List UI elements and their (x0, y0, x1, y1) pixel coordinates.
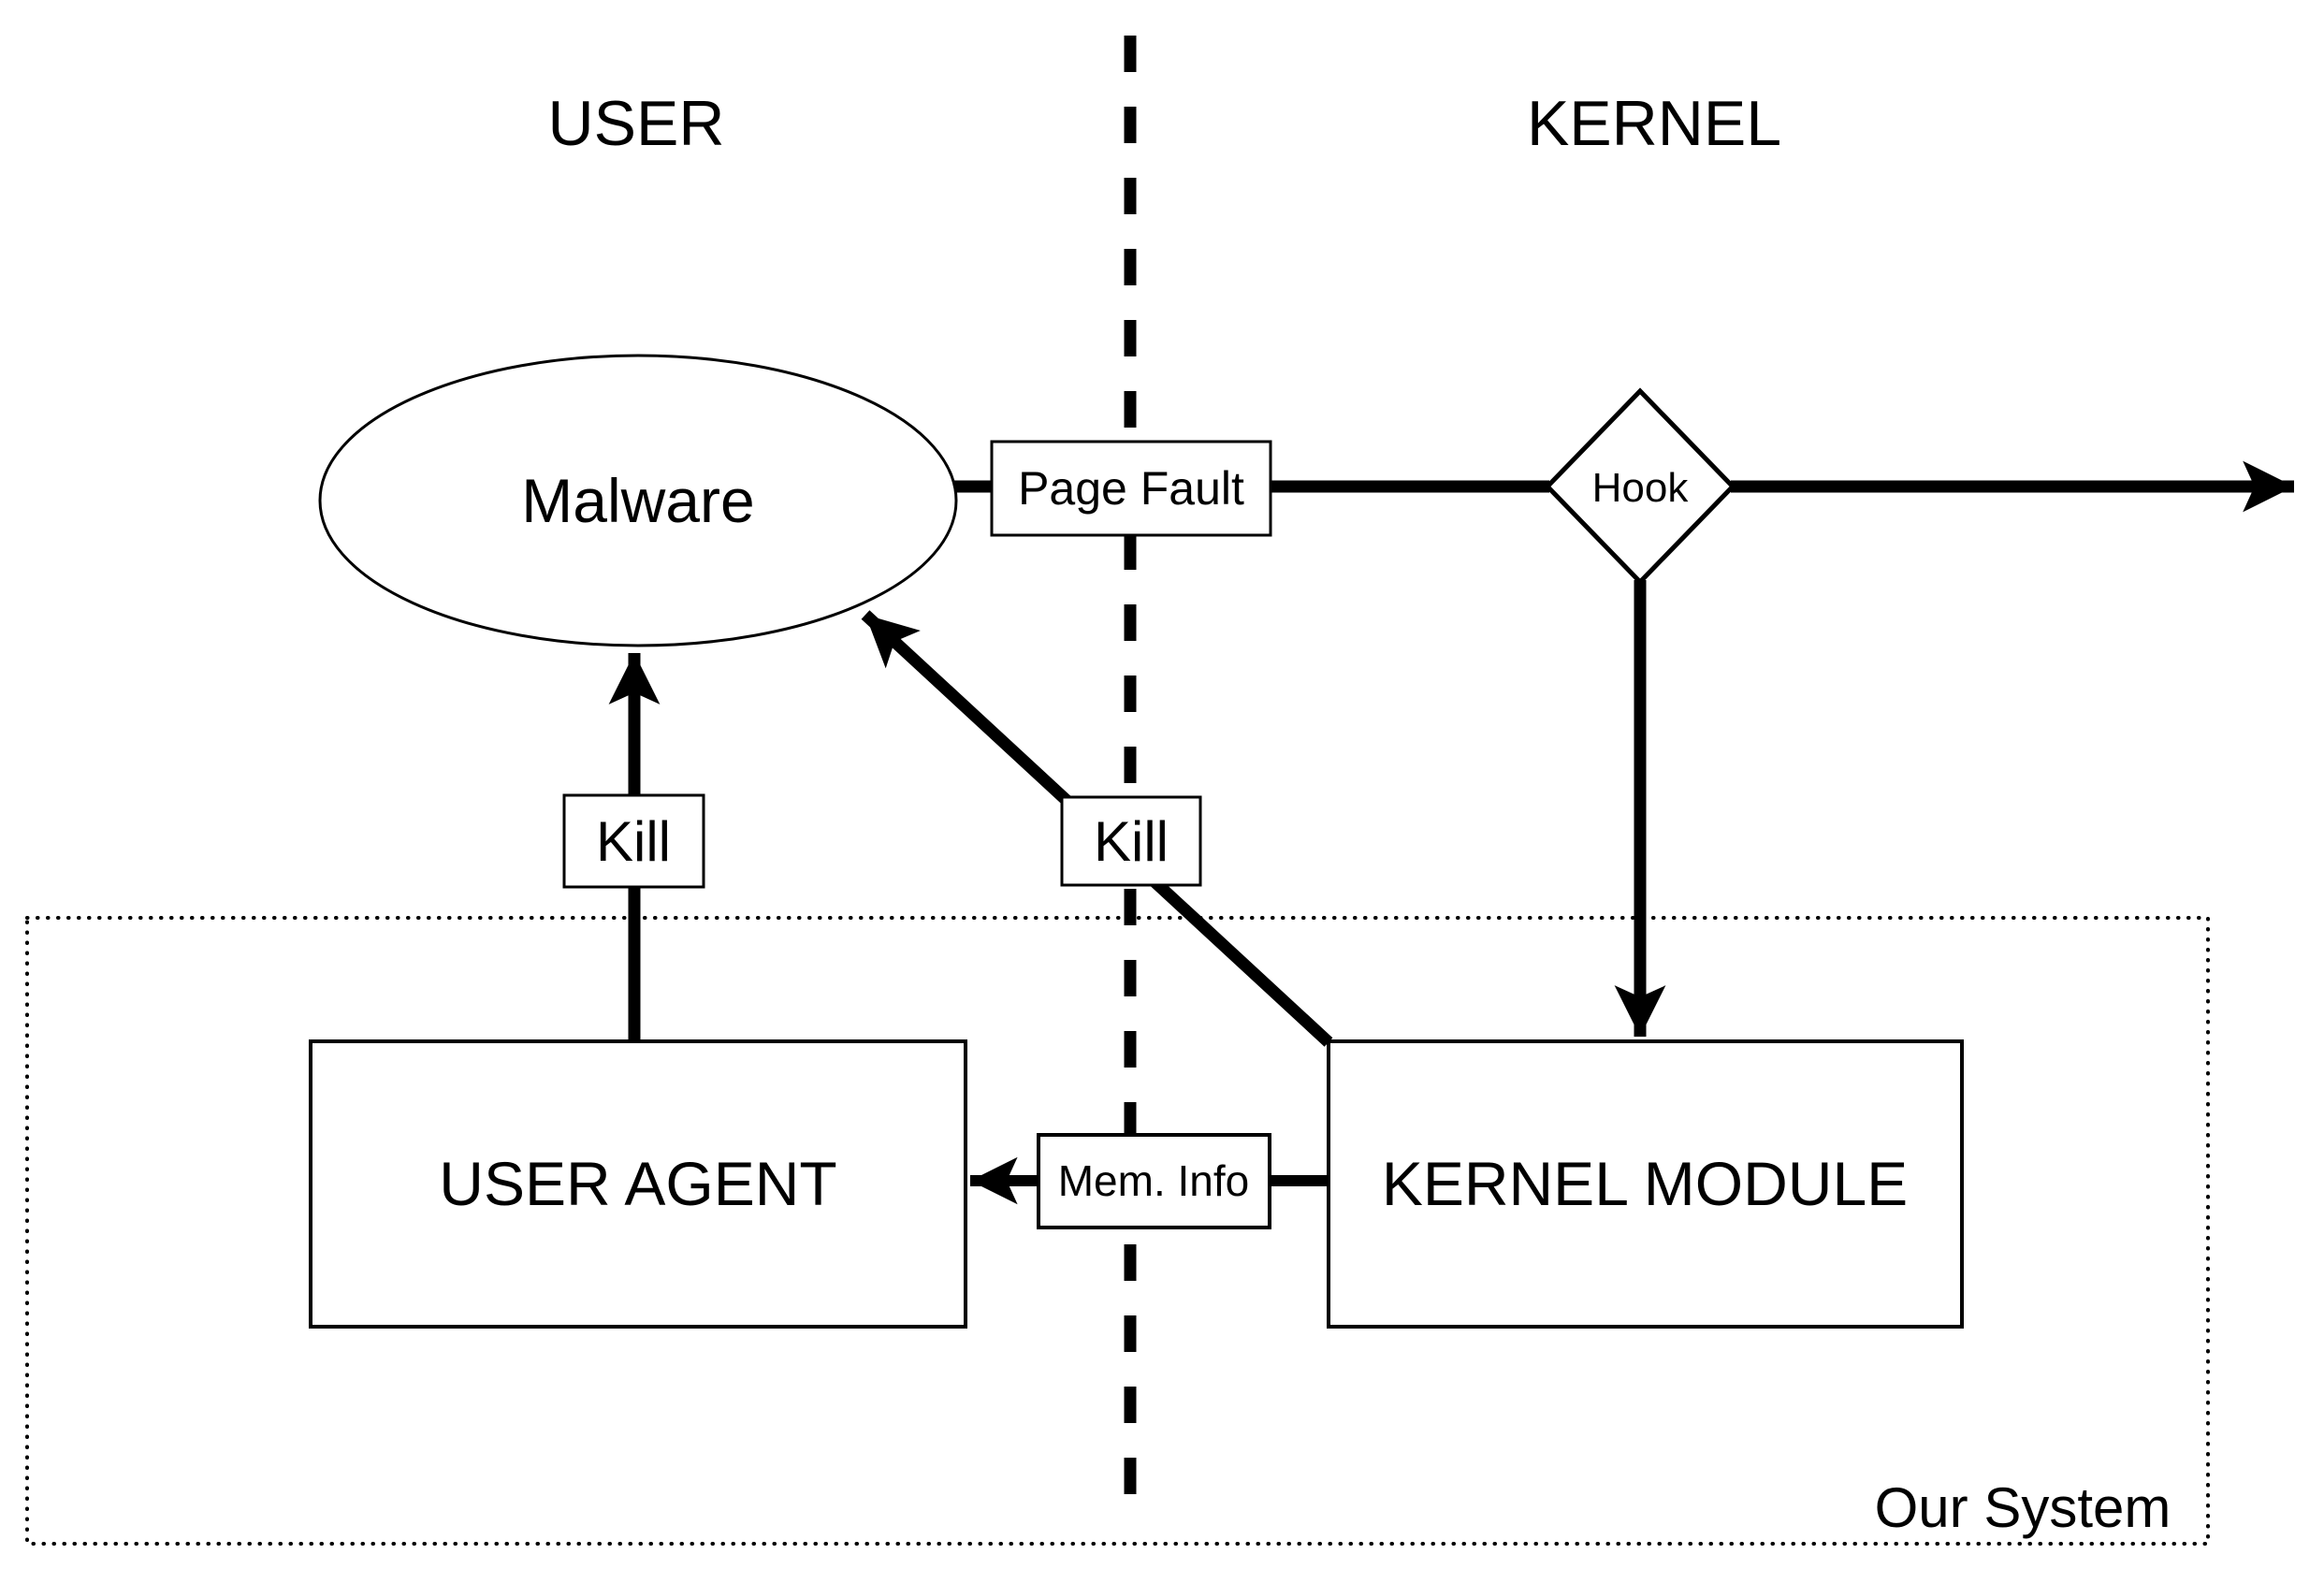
region-label-user: USER (548, 88, 725, 159)
mem-info-label: Mem. Info (1058, 1156, 1250, 1205)
page-fault-label-box (990, 440, 1272, 537)
region-label-kernel: KERNEL (1527, 88, 1781, 159)
our-system-label: Our System (1875, 1476, 2171, 1539)
kill-label-box-user-side (562, 793, 705, 889)
kill-label-kernel-side: Kill (1094, 810, 1169, 873)
user-agent-box (309, 1039, 967, 1329)
page-fault-label: Page Fault (1018, 462, 1244, 515)
user-agent-label: USER AGENT (439, 1149, 836, 1218)
our-system-boundary (25, 916, 2210, 1546)
malware-label: Malware (521, 466, 754, 535)
kernel-module-label: KERNEL MODULE (1382, 1149, 1908, 1218)
malware-ellipse (318, 354, 958, 647)
hook-diamond (1544, 387, 1736, 586)
mem-info-label-box (1037, 1133, 1271, 1229)
kill-label-user-side: Kill (596, 810, 671, 873)
kill-label-box-kernel-side (1060, 795, 1202, 887)
hook-label: Hook (1592, 465, 1690, 511)
kernel-module-box (1327, 1039, 1964, 1329)
